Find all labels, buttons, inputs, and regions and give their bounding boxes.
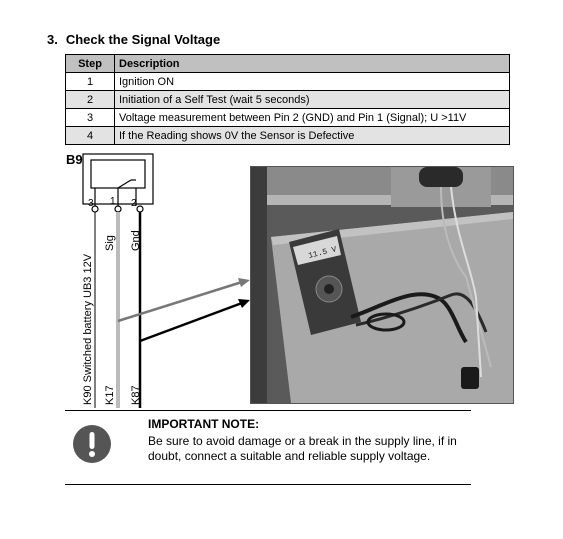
- pin-label: 3: [88, 198, 94, 209]
- note-divider-top: [65, 410, 471, 411]
- section-number: 3.: [47, 32, 58, 47]
- step-description: Initiation of a Self Test (wait 5 second…: [114, 90, 510, 109]
- table-row: 1 Ignition ON: [65, 72, 510, 91]
- note-divider-bottom: [65, 484, 471, 485]
- table-header-row: Step Description: [65, 54, 510, 73]
- measurement-photo: 11.5 V: [250, 166, 514, 404]
- pin-2-terminal: [136, 205, 144, 213]
- sensor-inner-box: [90, 159, 146, 189]
- section-title: Check the Signal Voltage: [65, 32, 221, 47]
- step-description: If the Reading shows 0V the Sensor is De…: [114, 126, 510, 145]
- wire-label-k90: K90 Switched battery UB3 12V: [82, 253, 94, 405]
- pin-label: 2: [131, 198, 137, 209]
- step-number: 2: [65, 90, 115, 109]
- step-number: 1: [65, 72, 115, 91]
- step-description: Ignition ON: [114, 72, 510, 91]
- step-number: 3: [65, 108, 115, 127]
- pin-1-terminal: [114, 205, 122, 213]
- ground-probe-arrow: [238, 299, 250, 308]
- note-body: Be sure to avoid damage or a break in th…: [148, 434, 457, 463]
- step-description: Voltage measurement between Pin 2 (GND) …: [114, 108, 510, 127]
- signal-label-gnd: Gnd: [130, 230, 142, 251]
- column-header-description: Description: [114, 54, 510, 73]
- step-number: 4: [65, 126, 115, 145]
- section-heading: 3. Check the Signal Voltage: [47, 32, 220, 47]
- steps-table: Step Description 1 Ignition ON 2 Initiat…: [65, 54, 510, 145]
- multimeter: 11.5 V: [289, 229, 361, 335]
- exclamation-icon: [72, 424, 112, 469]
- signal-probe-arrow: [238, 278, 250, 287]
- table-row: 3 Voltage measurement between Pin 2 (GND…: [65, 108, 510, 127]
- component-label: B9: [66, 152, 83, 167]
- wiring-diagram: B9 3 1 2: [66, 152, 250, 408]
- table-row: 4 If the Reading shows 0V the Sensor is …: [65, 126, 510, 145]
- signal-probe-lead: [117, 280, 243, 323]
- signal-label-sig: Sig: [104, 235, 116, 251]
- note-title: IMPORTANT NOTE:: [148, 417, 260, 431]
- photo-illustration: 11.5 V: [251, 167, 513, 403]
- wire-label-k17: K17: [104, 385, 116, 405]
- ground-probe-lead: [139, 301, 243, 343]
- pin-label: 1: [110, 196, 116, 207]
- wire-label-k87: K87: [130, 385, 142, 405]
- column-header-step: Step: [65, 54, 115, 73]
- switch-contact: [117, 179, 132, 189]
- table-row: 2 Initiation of a Self Test (wait 5 seco…: [65, 90, 510, 109]
